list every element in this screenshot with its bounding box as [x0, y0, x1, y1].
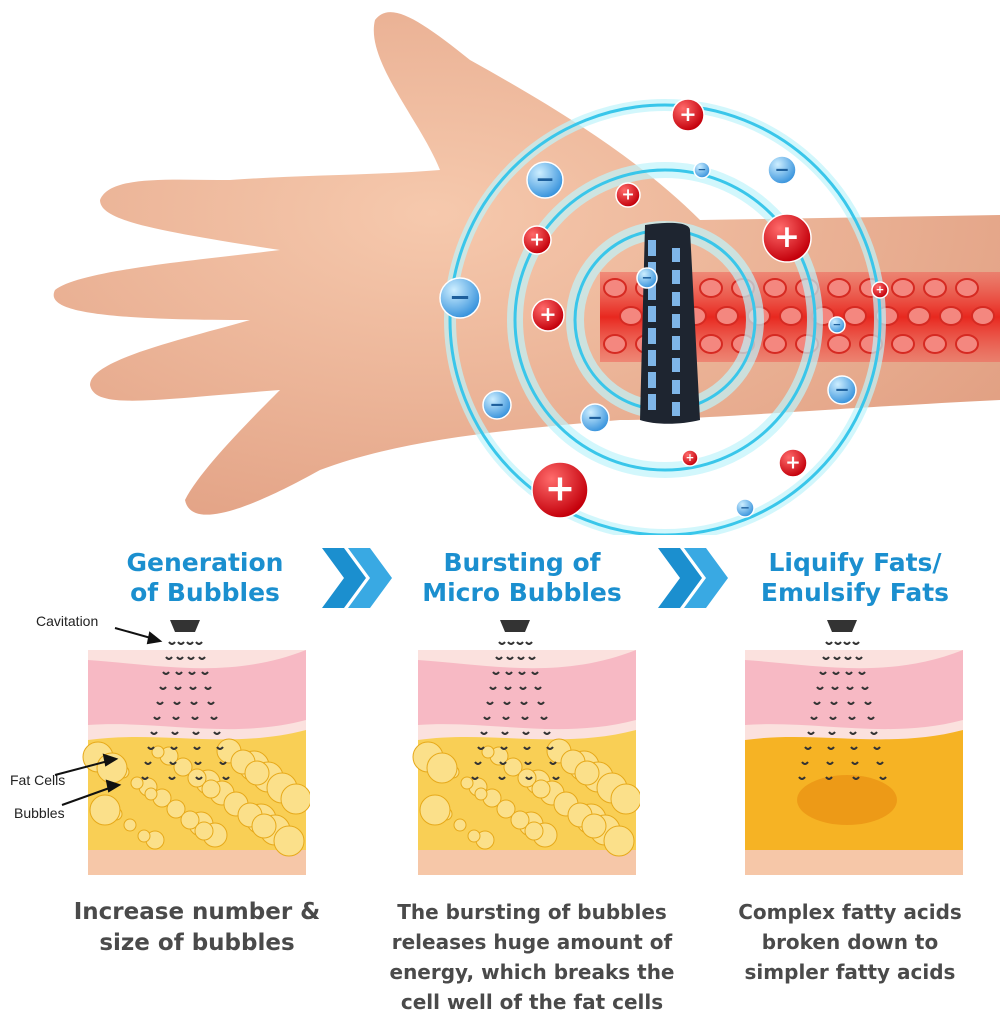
positive-ion-icon: +: [778, 448, 808, 478]
svg-text:−: −: [740, 500, 750, 514]
positive-ion-icon: +: [671, 98, 705, 132]
red-blood-cell: [827, 334, 851, 354]
bracelet: [640, 222, 700, 424]
negative-ion-icon: −: [828, 316, 846, 334]
svg-text:−: −: [698, 164, 707, 176]
red-blood-cell: [699, 278, 723, 298]
label-fat-cells: Fat Cells: [10, 772, 66, 788]
red-blood-cell: [619, 306, 643, 326]
label-arrows: [54, 627, 163, 806]
red-blood-cell: [603, 278, 627, 298]
svg-text:−: −: [642, 271, 653, 286]
red-blood-cell: [763, 334, 787, 354]
negative-ion-icon: −: [693, 161, 711, 179]
svg-text:+: +: [529, 229, 544, 250]
positive-ion-icon: +: [762, 213, 812, 263]
svg-text:+: +: [539, 302, 556, 326]
label-cavitation: Cavitation: [36, 613, 99, 629]
red-blood-cell: [763, 278, 787, 298]
energy-ring: [513, 168, 817, 472]
red-blood-cell: [699, 334, 723, 354]
positive-ion-icon: +: [871, 281, 889, 299]
red-blood-cell: [827, 278, 851, 298]
positive-ion-icon: +: [531, 298, 565, 332]
red-blood-cell: [923, 334, 947, 354]
positive-ion-icon: +: [531, 461, 589, 519]
red-blood-cell: [971, 306, 995, 326]
negative-ion-icon: −: [735, 498, 755, 518]
svg-text:−: −: [449, 283, 471, 313]
negative-ion-icon: −: [767, 155, 797, 185]
red-blood-cell: [779, 306, 803, 326]
label-bubbles: Bubbles: [14, 805, 65, 821]
positive-ion-icon: +: [522, 225, 552, 255]
svg-text:−: −: [535, 165, 555, 193]
red-blood-cell: [923, 278, 947, 298]
svg-text:−: −: [774, 159, 789, 180]
step3-heading: Liquify Fats/Emulsify Fats: [760, 548, 950, 607]
positive-ion-icon: +: [681, 449, 699, 467]
negative-ion-icon: −: [439, 277, 481, 319]
red-blood-cell: [955, 334, 979, 354]
negative-ion-icon: −: [827, 375, 857, 405]
ions: + − + + + − − − + + − − − − + + + − −: [439, 98, 889, 519]
red-blood-cell: [891, 334, 915, 354]
red-blood-cell: [843, 306, 867, 326]
svg-text:+: +: [774, 219, 800, 255]
red-blood-cell: [891, 278, 915, 298]
chevron-right-icon: [658, 548, 728, 608]
panel-bursting-bubbles: [412, 620, 640, 875]
positive-ion-icon: +: [615, 182, 641, 208]
energy-ring: [448, 103, 882, 535]
svg-text:−: −: [489, 394, 504, 415]
svg-text:+: +: [876, 284, 885, 296]
svg-text:−: −: [834, 379, 849, 400]
chevron-right-icon: [322, 548, 392, 608]
red-blood-cell: [603, 334, 627, 354]
svg-text:+: +: [785, 452, 800, 473]
svg-text:+: +: [545, 467, 576, 510]
bracelet-hand-illustration: + − + + + − − − + + − − − − + + + − −: [53, 12, 1000, 535]
negative-ion-icon: −: [580, 403, 610, 433]
negative-ion-icon: −: [482, 390, 512, 420]
red-blood-cell: [715, 306, 739, 326]
negative-ion-icon: −: [526, 161, 564, 199]
panel-generation-of-bubbles: [82, 620, 310, 875]
red-blood-cell: [939, 306, 963, 326]
svg-text:+: +: [621, 186, 634, 204]
negative-ion-icon: −: [636, 267, 658, 289]
red-blood-cell: [955, 278, 979, 298]
svg-text:−: −: [833, 319, 842, 331]
panel-liquify-fats: [745, 620, 963, 875]
svg-text:−: −: [587, 407, 602, 428]
svg-text:+: +: [679, 102, 696, 126]
step1-caption: Increase number &size of bubbles: [73, 899, 321, 956]
svg-text:+: +: [686, 452, 695, 464]
red-blood-cell: [907, 306, 931, 326]
